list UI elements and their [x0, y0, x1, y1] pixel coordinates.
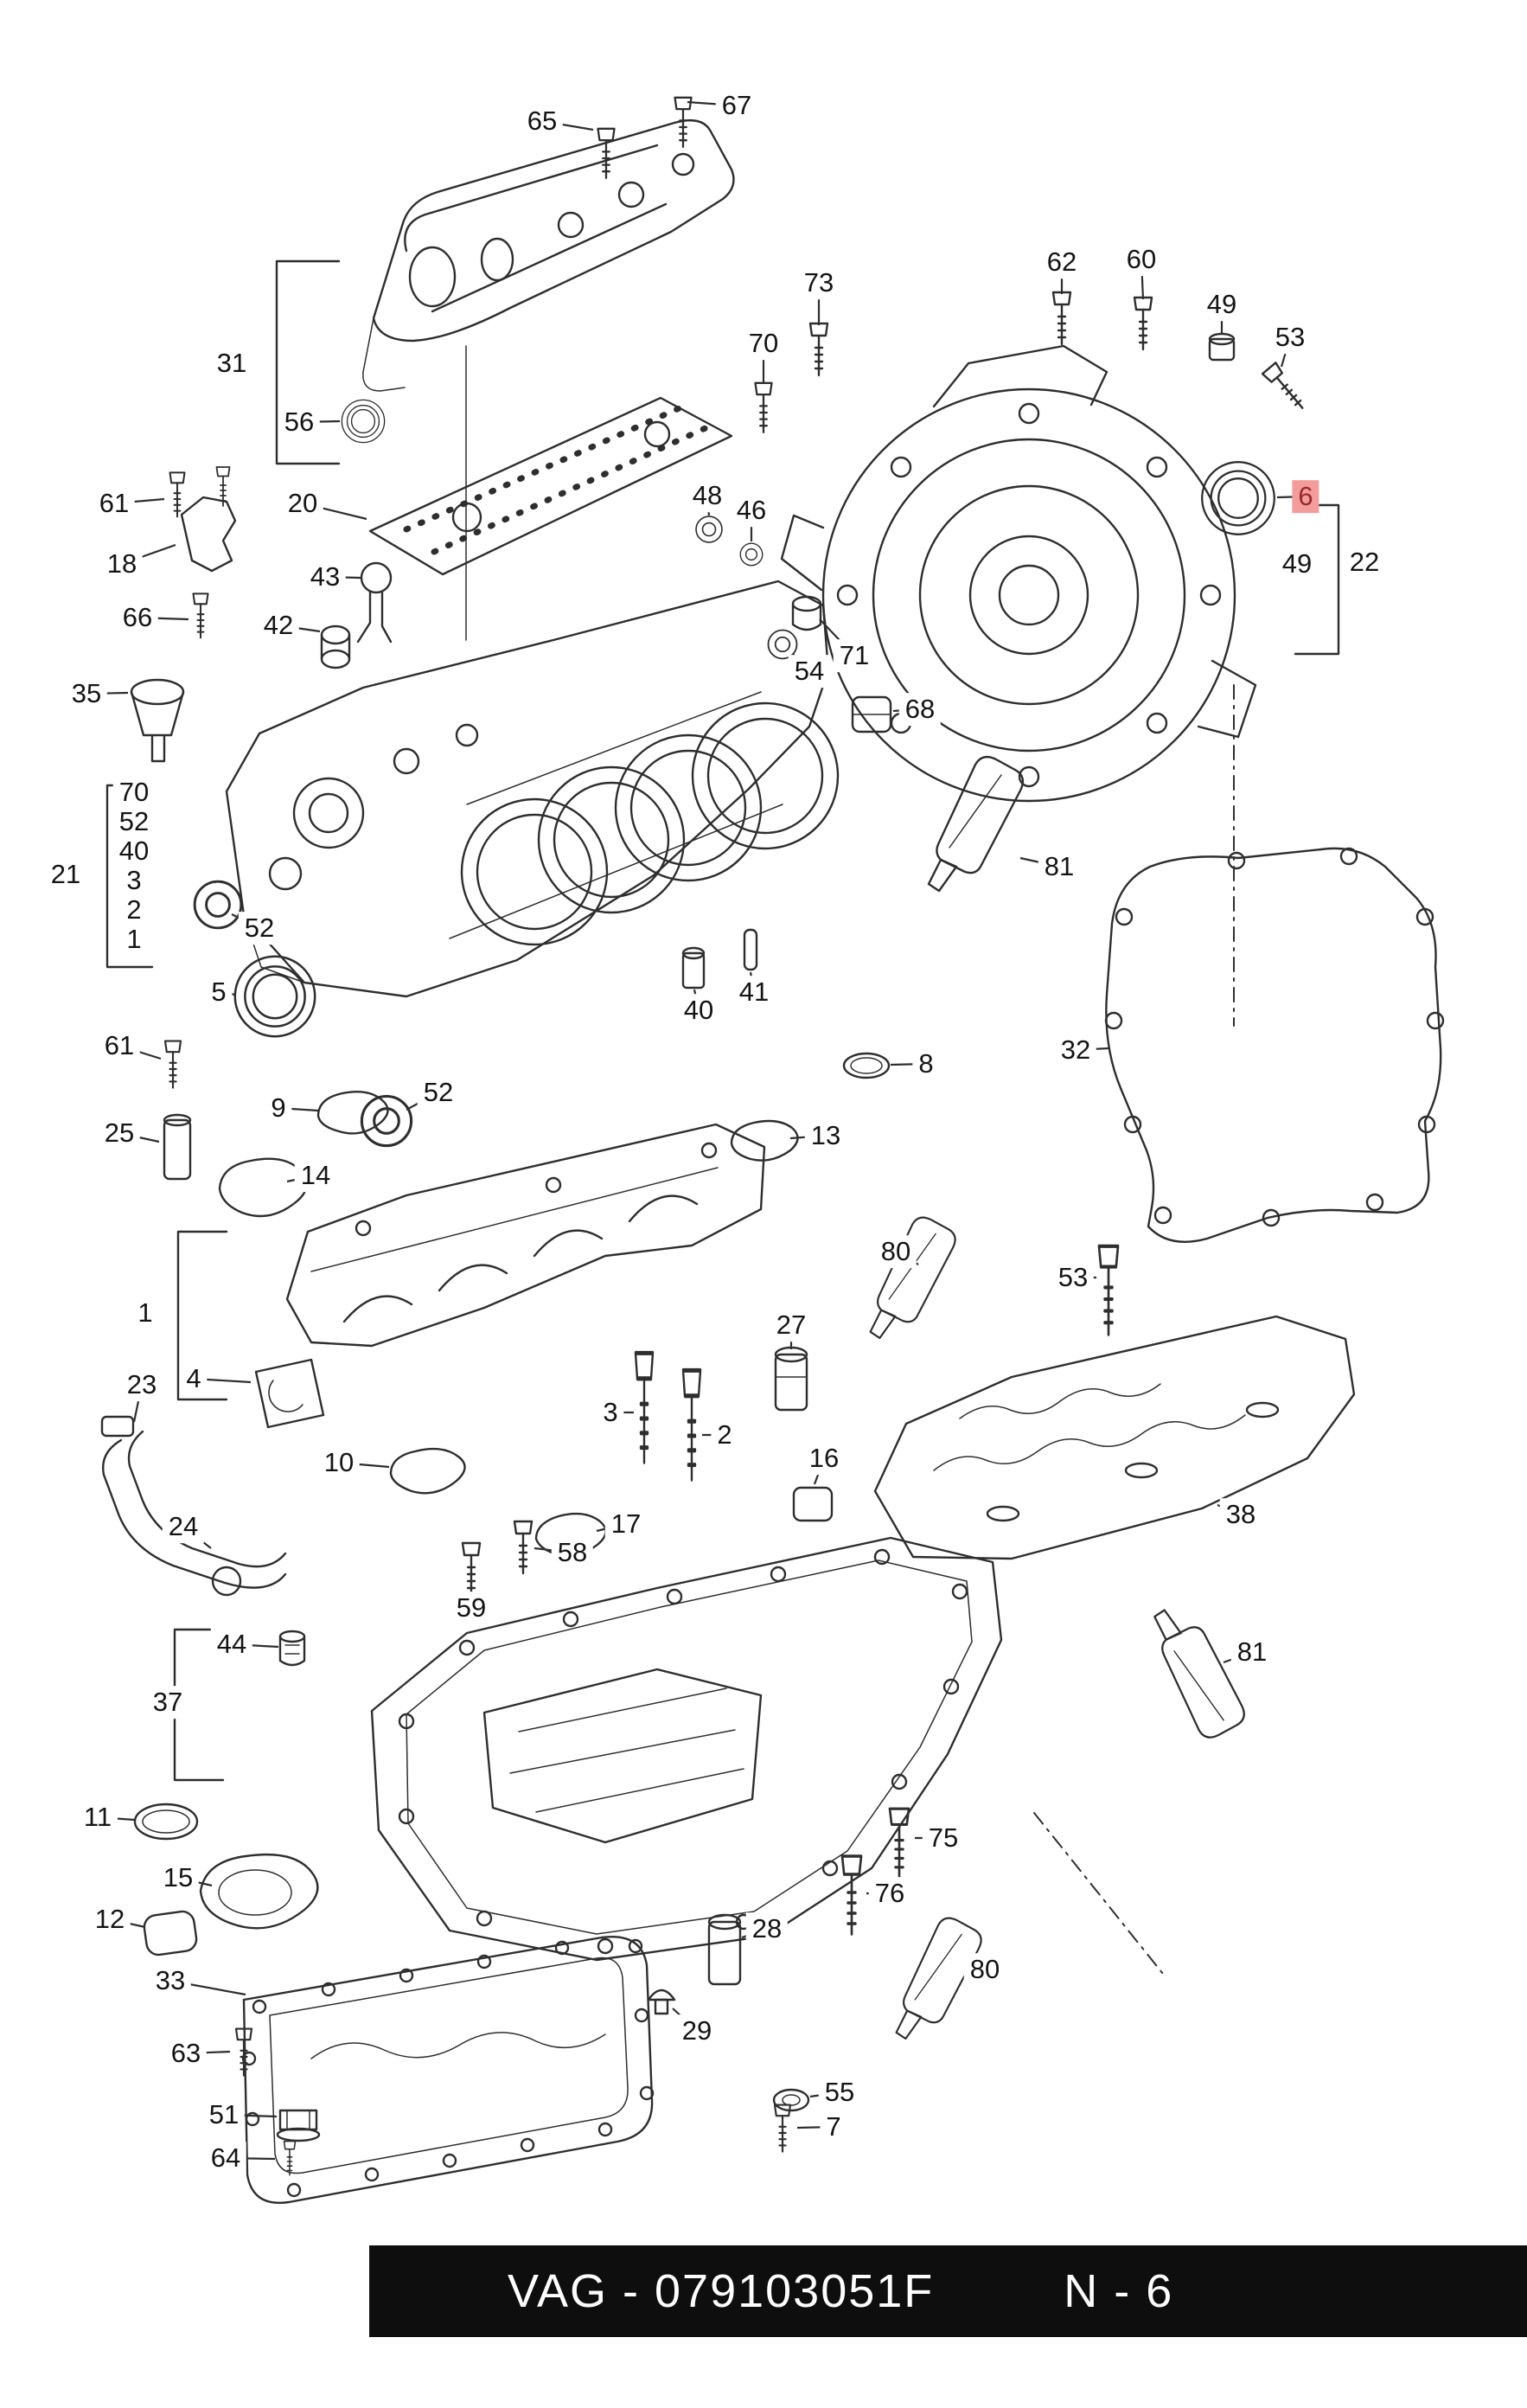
callout-81[interactable]: 81	[1038, 850, 1081, 883]
callout-64[interactable]: 64	[204, 2142, 247, 2174]
callout-52[interactable]: 52	[238, 912, 281, 945]
callout-6[interactable]: 6	[1292, 480, 1319, 513]
callout-61[interactable]: 61	[93, 487, 136, 520]
callout-65[interactable]: 65	[521, 105, 564, 138]
callout-41[interactable]: 41	[732, 976, 776, 1009]
callout-66[interactable]: 66	[116, 601, 159, 634]
valve-cover-art	[341, 96, 735, 444]
callout-20[interactable]: 20	[281, 487, 324, 520]
callout-13[interactable]: 13	[804, 1119, 847, 1152]
callout-16[interactable]: 16	[802, 1442, 846, 1475]
callout-15[interactable]: 15	[157, 1861, 200, 1894]
callout-33[interactable]: 33	[149, 1964, 192, 1997]
callout-56[interactable]: 56	[278, 406, 321, 439]
callout-70[interactable]: 70	[742, 327, 785, 360]
callout-22[interactable]: 22	[1343, 546, 1386, 579]
cylinder-block-art	[193, 580, 840, 1148]
callout-73[interactable]: 73	[797, 266, 840, 299]
callout-40[interactable]: 40	[112, 835, 156, 868]
callout-2[interactable]: 2	[120, 893, 148, 926]
lower-oil-pan-art	[234, 1936, 792, 2204]
callout-63[interactable]: 63	[164, 2037, 208, 2070]
callout-14[interactable]: 14	[294, 1159, 337, 1192]
callout-43[interactable]: 43	[303, 560, 347, 593]
callout-1[interactable]: 1	[131, 1297, 159, 1329]
callout-46[interactable]: 46	[730, 494, 773, 527]
callout-58[interactable]: 58	[551, 1536, 594, 1569]
callout-80[interactable]: 80	[874, 1235, 917, 1268]
callout-49[interactable]: 49	[1200, 288, 1243, 321]
callout-10[interactable]: 10	[317, 1446, 361, 1479]
callout-32[interactable]: 32	[1054, 1034, 1097, 1066]
callout-62[interactable]: 62	[1040, 246, 1083, 279]
callout-49[interactable]: 49	[1275, 548, 1319, 580]
footer-bar: VAG - 079103051F N - 6	[369, 2245, 1527, 2337]
callout-23[interactable]: 23	[120, 1368, 163, 1401]
sealing-flange-art	[695, 291, 1311, 803]
callout-9[interactable]: 9	[265, 1092, 292, 1124]
callout-24[interactable]: 24	[162, 1510, 205, 1543]
callout-18[interactable]: 18	[100, 548, 144, 580]
head-gasket-art	[368, 396, 733, 576]
callout-35[interactable]: 35	[65, 677, 108, 710]
callout-8[interactable]: 8	[912, 1047, 940, 1080]
callout-60[interactable]: 60	[1120, 243, 1163, 276]
callout-29[interactable]: 29	[675, 2014, 719, 2047]
page-code-text: N - 6	[1064, 2265, 1174, 2317]
baffle-plate-art	[873, 1315, 1356, 1560]
callout-42[interactable]: 42	[257, 609, 300, 642]
callout-21[interactable]: 21	[44, 858, 87, 891]
callout-59[interactable]: 59	[450, 1591, 493, 1624]
support-bracket-art	[169, 466, 237, 639]
callout-25[interactable]: 25	[98, 1117, 141, 1150]
callout-27[interactable]: 27	[770, 1309, 813, 1342]
callout-55[interactable]: 55	[818, 2076, 861, 2109]
callout-67[interactable]: 67	[715, 89, 758, 122]
callout-2[interactable]: 2	[711, 1419, 738, 1451]
callout-53[interactable]: 53	[1051, 1261, 1095, 1294]
callout-28[interactable]: 28	[745, 1912, 789, 1945]
callout-71[interactable]: 71	[833, 639, 876, 672]
callout-80[interactable]: 80	[963, 1953, 1006, 1986]
callout-51[interactable]: 51	[202, 2098, 246, 2131]
callout-54[interactable]: 54	[788, 655, 831, 688]
callout-3[interactable]: 3	[597, 1396, 624, 1429]
callout-37[interactable]: 37	[146, 1686, 189, 1719]
flange-gasket-art	[1104, 847, 1445, 1243]
callout-12[interactable]: 12	[88, 1903, 131, 1936]
callout-44[interactable]: 44	[210, 1628, 253, 1661]
callout-68[interactable]: 68	[898, 693, 942, 726]
callout-48[interactable]: 48	[686, 479, 729, 512]
callout-81[interactable]: 81	[1230, 1636, 1274, 1668]
callout-3[interactable]: 3	[120, 864, 148, 897]
callout-7[interactable]: 7	[820, 2110, 847, 2143]
callout-4[interactable]: 4	[180, 1362, 208, 1395]
callout-1[interactable]: 1	[120, 923, 148, 956]
callout-5[interactable]: 5	[205, 976, 233, 1009]
callout-40[interactable]: 40	[677, 994, 720, 1027]
oil-funnel-art	[130, 561, 393, 763]
upper-oil-pan-art	[278, 1536, 1003, 2015]
callout-52[interactable]: 52	[112, 805, 156, 838]
callout-11[interactable]: 11	[77, 1801, 118, 1834]
bearing-frame-art	[254, 1123, 1118, 1597]
oil-hose-art	[100, 1415, 287, 1597]
callout-31[interactable]: 31	[210, 347, 253, 380]
callout-70[interactable]: 70	[112, 776, 156, 809]
part-number-text: VAG - 079103051F	[508, 2265, 935, 2317]
callout-38[interactable]: 38	[1219, 1498, 1262, 1531]
callout-76[interactable]: 76	[868, 1877, 911, 1910]
callout-53[interactable]: 53	[1268, 321, 1312, 354]
callout-52[interactable]: 52	[417, 1076, 460, 1109]
callout-61[interactable]: 61	[98, 1029, 141, 1062]
callout-75[interactable]: 75	[922, 1822, 965, 1854]
callout-17[interactable]: 17	[604, 1508, 648, 1540]
